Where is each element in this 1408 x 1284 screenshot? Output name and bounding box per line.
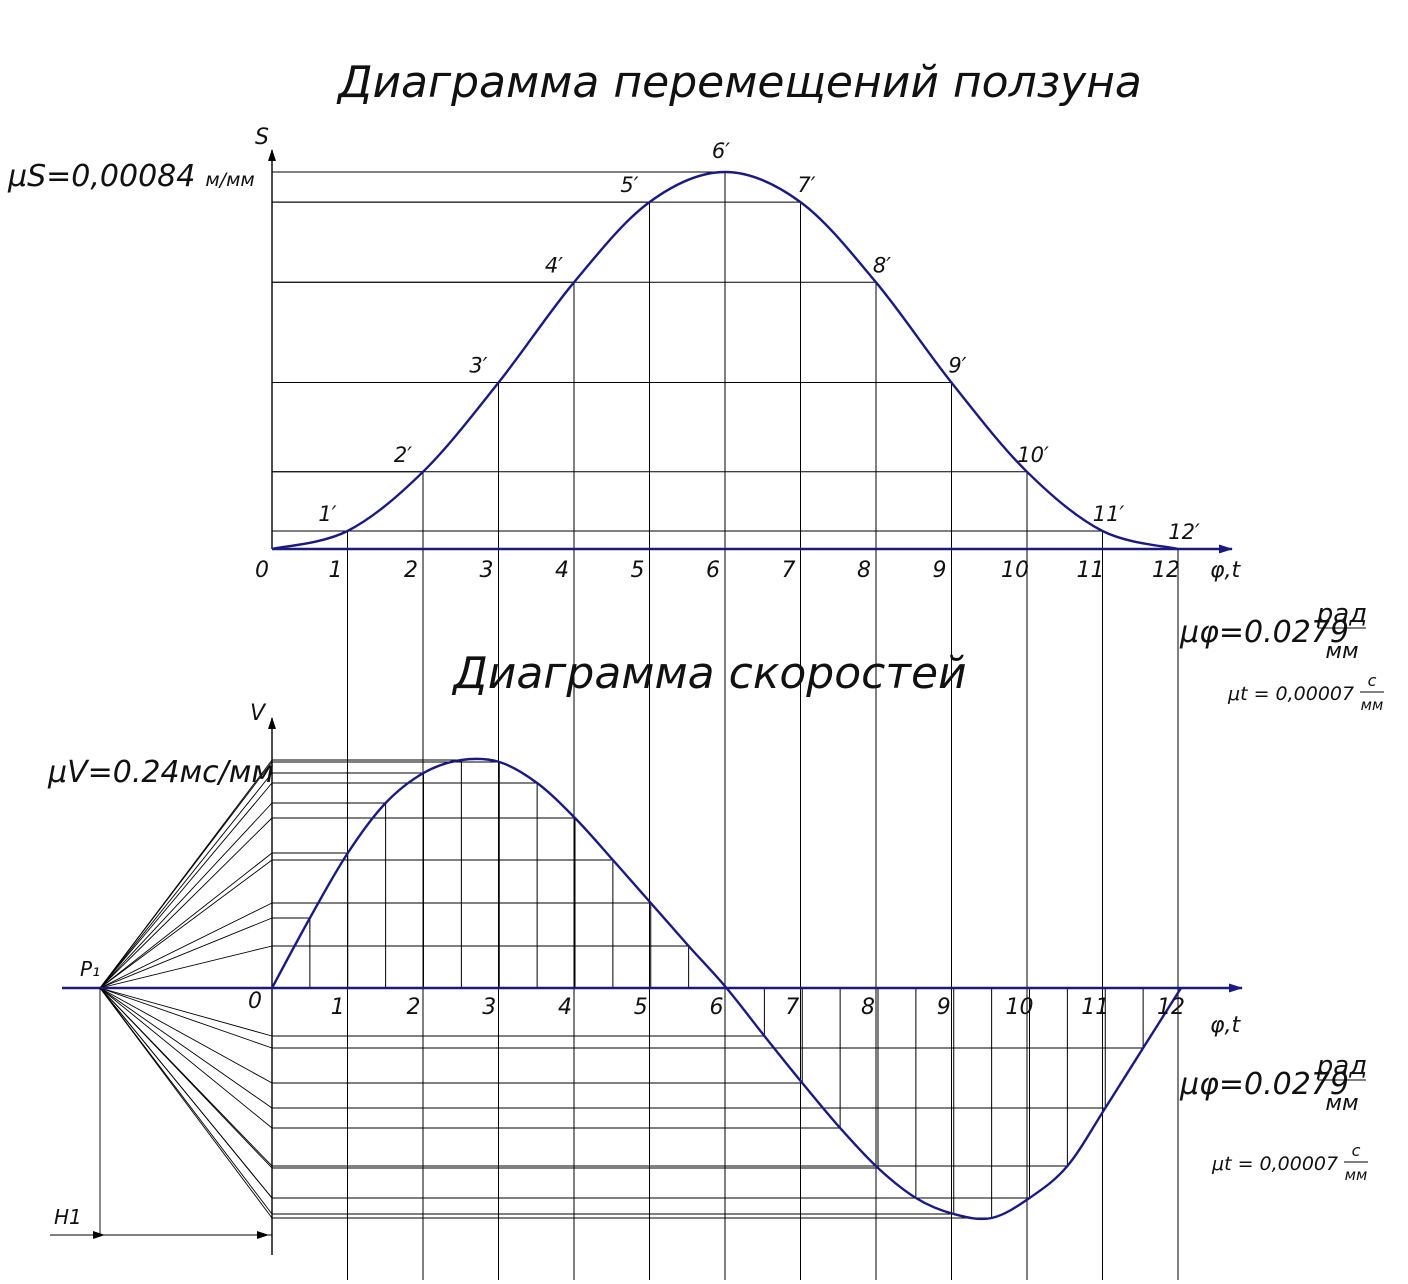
displacement-point-label: 12′ xyxy=(1168,520,1200,544)
displacement-point-label: 7′ xyxy=(797,173,815,197)
pole-ray xyxy=(99,987,273,1049)
velocity-tick-label: 7 xyxy=(785,995,799,1020)
displacement-t-scale-label: μt = 0,00007 xyxy=(1227,683,1354,705)
velocity-pole-rays xyxy=(99,759,273,1219)
pole-ray xyxy=(99,987,273,1037)
displacement-t-scale-denominator: мм xyxy=(1361,696,1384,714)
pole-ray xyxy=(99,917,273,989)
pole-ray xyxy=(99,782,273,989)
displacement-phi-scale-denominator: мм xyxy=(1325,639,1358,664)
velocity-phi-scale-label: μφ=0.0279 xyxy=(1179,1067,1349,1102)
displacement-point-label: 10′ xyxy=(1017,443,1049,467)
pole-ray xyxy=(99,802,273,989)
displacement-point-label: 4′ xyxy=(545,253,563,277)
displacement-tick-label: 11 xyxy=(1077,558,1105,583)
velocity-tick-label: 9 xyxy=(937,995,951,1020)
velocity-tick-label: 11 xyxy=(1081,995,1109,1020)
velocity-t-scale-denominator: мм xyxy=(1345,1166,1368,1184)
displacement-point-label: 5′ xyxy=(620,173,638,197)
velocity-grid xyxy=(272,759,1144,1219)
displacement-curve xyxy=(271,170,1179,551)
pole-ray xyxy=(99,817,273,989)
pole-ray xyxy=(99,987,273,1167)
velocity-tick-label: 12 xyxy=(1157,995,1185,1020)
displacement-point-label: 2′ xyxy=(394,443,412,467)
velocity-origin-label: 0 xyxy=(248,989,262,1014)
displacement-point-label: 9′ xyxy=(948,354,966,378)
pole-ray xyxy=(99,987,273,1199)
displacement-origin-label: 0 xyxy=(255,558,269,583)
velocity-curve xyxy=(270,757,1183,1221)
velocity-tick-label: 4 xyxy=(558,995,572,1020)
velocity-title: Диаграмма скоростей xyxy=(451,648,966,699)
pole-ray xyxy=(99,987,273,1129)
displacement-tick-label: 10 xyxy=(1001,558,1029,583)
velocity-y-axis-label: V xyxy=(250,701,267,726)
displacement-tick-label: 5 xyxy=(631,558,645,583)
velocity-pole-distance-label: H1 xyxy=(54,1205,82,1229)
displacement-vertical-lines xyxy=(347,172,1179,1280)
displacement-tick-label: 4 xyxy=(555,558,569,583)
velocity-tick-label: 10 xyxy=(1006,995,1034,1020)
displacement-point-label: 1′ xyxy=(318,502,336,526)
velocity-tick-label: 2 xyxy=(407,995,421,1020)
displacement-point-label: 6′ xyxy=(712,139,730,163)
displacement-phi-scale-label: μφ=0.0279 xyxy=(1179,615,1349,650)
velocity-tick-label: 5 xyxy=(634,995,648,1020)
displacement-tick-label: 6 xyxy=(706,558,720,583)
velocity-tick-label: 6 xyxy=(710,995,724,1020)
velocity-t-scale-numerator: с xyxy=(1352,1141,1361,1160)
displacement-tick-label: 9 xyxy=(933,558,947,583)
pole-ray xyxy=(99,987,273,1084)
velocity-scale-label: μV=0.24мс/мм xyxy=(47,755,274,790)
displacement-title: Диаграмма перемещений ползуна xyxy=(336,57,1142,108)
displacement-tick-label: 7 xyxy=(782,558,796,583)
displacement-x-axis-label: φ,t xyxy=(1210,558,1242,583)
displacement-tick-label: 2 xyxy=(404,558,418,583)
displacement-phi-scale-numerator: рад xyxy=(1316,599,1367,629)
velocity-t-scale-label: μt = 0,00007 xyxy=(1211,1153,1338,1175)
pole-ray xyxy=(99,902,273,989)
displacement-tick-label: 3 xyxy=(480,558,494,583)
pole-ray xyxy=(99,987,273,1219)
displacement-point-label: 3′ xyxy=(469,354,487,378)
velocity-tick-label: 1 xyxy=(331,995,345,1020)
pole-ray xyxy=(99,852,273,989)
velocity-phi-scale-denominator: мм xyxy=(1325,1091,1358,1116)
displacement-point-label: 8′ xyxy=(873,253,891,277)
pole-ray xyxy=(99,945,273,989)
displacement-y-axis-label: S xyxy=(255,125,269,150)
displacement-tick-label: 1 xyxy=(329,558,343,583)
velocity-pole-label: P₁ xyxy=(80,957,100,981)
displacement-point-labels: 1′ 2′ 3′ 4′ 5′ 6′ 7′ 8′ 9′ 10′ 11′ 12′ xyxy=(318,139,1200,544)
velocity-tick-label: 3 xyxy=(482,995,496,1020)
velocity-x-axis-label: φ,t xyxy=(1210,1013,1242,1038)
displacement-tick-label: 8 xyxy=(857,558,871,583)
displacement-t-scale-numerator: с xyxy=(1368,671,1377,690)
displacement-grid xyxy=(272,171,1103,532)
pole-ray xyxy=(99,859,273,989)
pole-ray xyxy=(99,987,273,1109)
displacement-point-label: 11′ xyxy=(1093,502,1125,526)
velocity-tick-label: 8 xyxy=(861,995,875,1020)
pole-ray xyxy=(99,761,273,989)
velocity-phi-scale-numerator: рад xyxy=(1316,1051,1367,1081)
pole-ray xyxy=(99,772,273,989)
displacement-tick-label: 12 xyxy=(1152,558,1180,583)
